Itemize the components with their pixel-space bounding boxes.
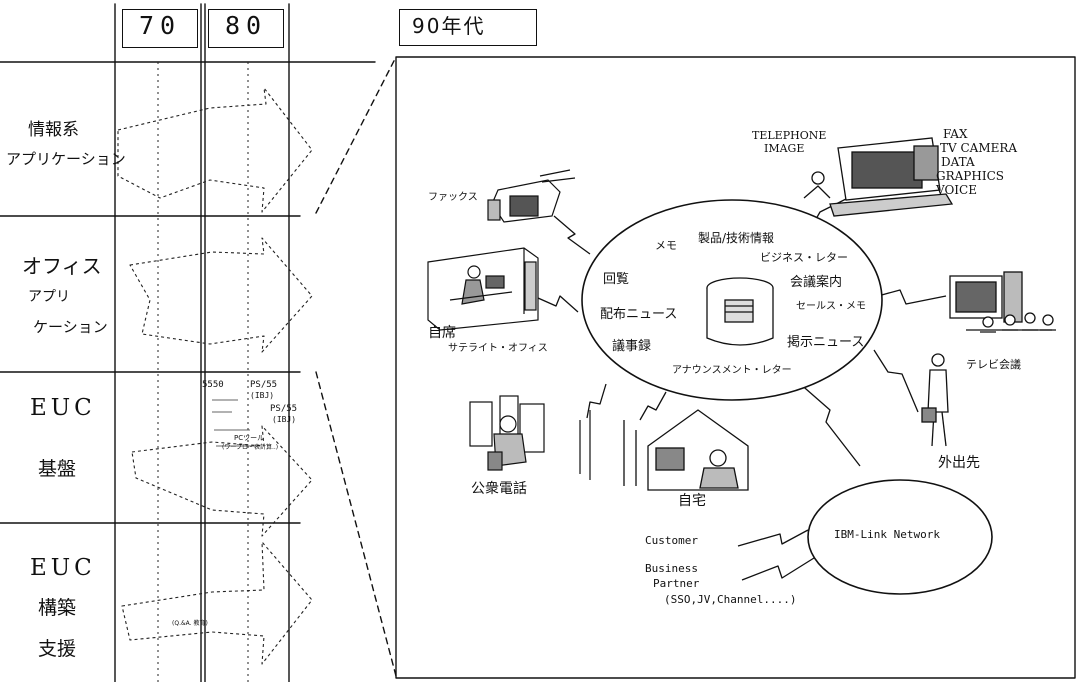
node-tv-conference-label: テレビ会議 (966, 359, 1021, 370)
row-label-office-2: アプリ (28, 290, 70, 304)
link-jiseki (538, 296, 578, 312)
hub-item-minutes: 議事録 (612, 340, 651, 353)
decade-header-80: 80 (208, 13, 284, 38)
hub-item-bulletin-news: 掲示ニュース (787, 336, 864, 349)
customer-label: Customer (645, 535, 698, 546)
hub-item-sales-memo: セールス・メモ (796, 302, 866, 312)
row-label-euc-support-1: EUC (30, 557, 96, 580)
nineties-title: 90年代 (412, 16, 485, 36)
hub-item-meeting-notice: 会議案内 (790, 276, 842, 289)
row-label-office-3: ケーション (33, 320, 108, 335)
qa-education: (Q.&A. 教育) (172, 621, 208, 627)
link-jitaku (640, 392, 666, 420)
link-tv (878, 290, 946, 304)
hub-item-distribution-news: 配布ニュース (600, 308, 677, 321)
ws-tv-camera: TV CAMERA (940, 142, 1017, 154)
pc-tool-detail: (ワープロ・表計算..) (222, 445, 278, 451)
ibm-link-label: IBM-Link Network (834, 529, 940, 540)
evolution-arrow (130, 238, 312, 352)
row-label-joho-1: 情報系 (28, 122, 79, 139)
link-customer (738, 530, 808, 546)
businessman-icon (922, 354, 948, 446)
node-home-label: 自宅 (678, 494, 706, 508)
row-label-euc-base-1: EUC (30, 397, 96, 420)
workstation-icon (804, 138, 952, 216)
link-gaishutsu (874, 350, 918, 412)
ws-telephone: TELEPHONE (752, 130, 826, 141)
fax-machine-icon (488, 170, 575, 222)
hub-item-product-info: 製品/技術情報 (698, 232, 774, 244)
hub-item-business-letter: ビジネス・レター (760, 252, 848, 263)
hub-item-memo: メモ (655, 240, 677, 251)
public-phone-icon (470, 396, 590, 480)
link-partner (742, 558, 814, 580)
partner-label-1: Business (645, 563, 698, 574)
server-icon (707, 278, 773, 345)
ws-voice: VOICE (936, 184, 977, 196)
expansion-line (316, 372, 396, 676)
node-jiseki-label: 自席 (428, 326, 456, 340)
expansion-line (316, 57, 396, 213)
decade-header-70: 70 (122, 13, 198, 38)
link-fax (554, 216, 590, 254)
pc-tool: PCツール (234, 435, 264, 442)
tv-conference-icon (950, 272, 1056, 332)
ws-image: IMAGE (764, 143, 804, 154)
row-label-euc-support-3: 支援 (38, 640, 76, 659)
row-label-euc-support-2: 構築 (38, 599, 76, 618)
model-ibj-a: (IBJ) (250, 392, 274, 400)
home-icon (624, 410, 748, 490)
row-label-joho-2: アプリケーション (6, 152, 126, 167)
model-ibj-b: (IBJ) (272, 416, 296, 424)
node-outside-label: 外出先 (938, 456, 980, 470)
hub-item-kairan: 回覧 (603, 273, 629, 286)
link-ibm (798, 382, 860, 466)
model-5550: 5550 (202, 381, 224, 390)
row-label-office-1: オフィス (22, 256, 102, 276)
model-ps55-b: PS/55 (270, 405, 297, 414)
node-public-phone-label: 公衆電話 (471, 482, 527, 496)
node-fax-label: ファックス (428, 193, 478, 203)
ws-data: DATA (941, 156, 975, 168)
row-label-euc-base-2: 基盤 (38, 460, 76, 479)
ws-fax: FAX (943, 128, 968, 140)
partner-label-2: Partner (653, 578, 699, 589)
hub-item-announcement: アナウンスメント・レター (672, 366, 792, 376)
model-ps55-a: PS/55 (250, 381, 277, 390)
node-satellite-label: サテライト・オフィス (448, 344, 548, 354)
evolution-arrow (118, 88, 312, 212)
office-desk-icon (428, 248, 538, 330)
evolution-arrow (132, 426, 312, 536)
partner-label-3: (SSO,JV,Channel....) (664, 594, 796, 605)
ws-graphics: GRAPHICS (936, 170, 1004, 182)
evolution-arrow (122, 542, 312, 664)
